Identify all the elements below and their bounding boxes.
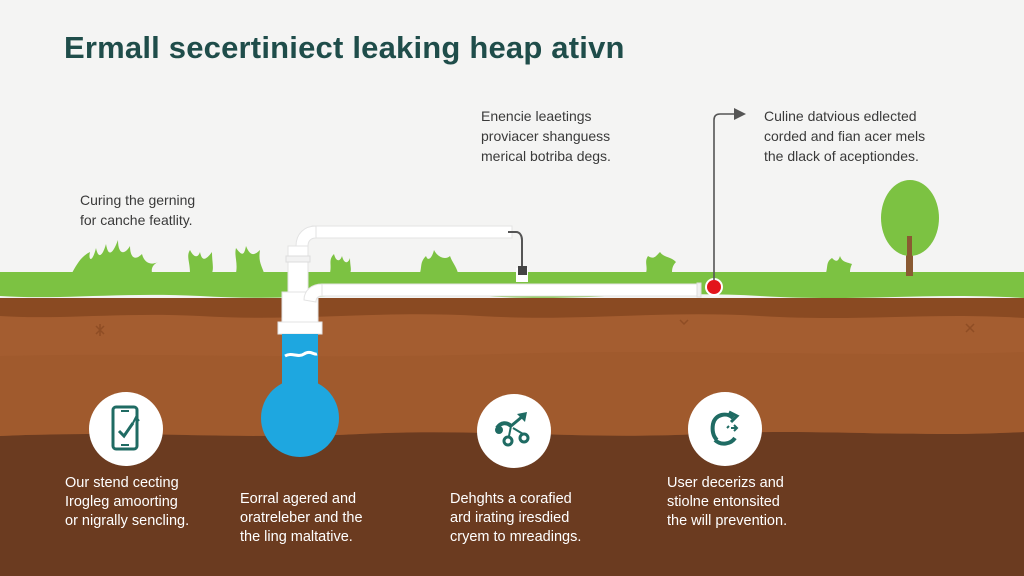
feature-text: Dehghts a corafied ard irating iresdied … [450,490,581,547]
refresh-cycle-icon [710,410,740,446]
sensor-wire [508,231,523,270]
grass-tufts [72,240,852,273]
callout-line: Curing the gerning [80,192,196,208]
feature-line: Eorral agered and [240,491,357,507]
feature-line: cryem to mreadings. [450,529,582,545]
feature-text: Our stend cecting Irogleg amoorting or n… [65,474,189,531]
pipe-system [277,225,702,335]
feature-line: Our stend cecting [65,475,179,491]
feature-line: the ling maltative. [240,529,353,545]
sensor-icon [518,266,527,275]
callout-center: Enencie leaetings proviacer shanguess me… [481,106,611,166]
callout-left: Curing the gerning for canche featlity. [80,190,195,230]
top-soil-layer [0,298,1024,318]
feature-line: User decerizs and [667,475,784,491]
callout-line: proviacer shanguess [481,128,611,144]
callout-line: Culine datvious edlected [764,108,917,124]
callout-right: Culine datvious edlected corded and fian… [764,106,925,166]
callout-line: Enencie leaetings [481,108,592,124]
callout-connector-line [713,113,734,280]
feature-line: or nigrally sencling. [65,513,190,529]
feature-icon-circle [688,392,762,466]
feature-icon-circle [477,394,551,468]
feature-text: Eorral agered and oratreleber and the th… [240,490,363,547]
smartphone-check-icon [111,405,140,451]
feature-line: stiolne entonsited [667,494,780,510]
network-growth-icon [495,412,530,447]
feature-line: the will prevention. [667,513,788,529]
callout-line: corded and fian acer mels [764,128,926,144]
feature-icon-circle [89,392,163,466]
callout-line: merical botriba degs. [481,148,611,164]
feature-line: Dehghts a corafied [450,491,572,507]
callout-line: for canche featlity. [80,212,193,228]
leak-marker-icon [705,278,723,296]
feature-text: User decerizs and stiolne entonsited the… [667,474,787,531]
tree-icon [881,180,939,276]
feature-line: Irogleg amoorting [65,494,178,510]
callout-line: the dlack of aceptiondes. [764,148,919,164]
water-tank [261,334,339,457]
feature-line: ard irating iresdied [450,510,570,526]
feature-line: oratreleber and the [240,510,363,526]
arrow-right-icon [734,108,746,120]
page-title: Ermall secertiniect leaking heap ativn [64,30,625,65]
